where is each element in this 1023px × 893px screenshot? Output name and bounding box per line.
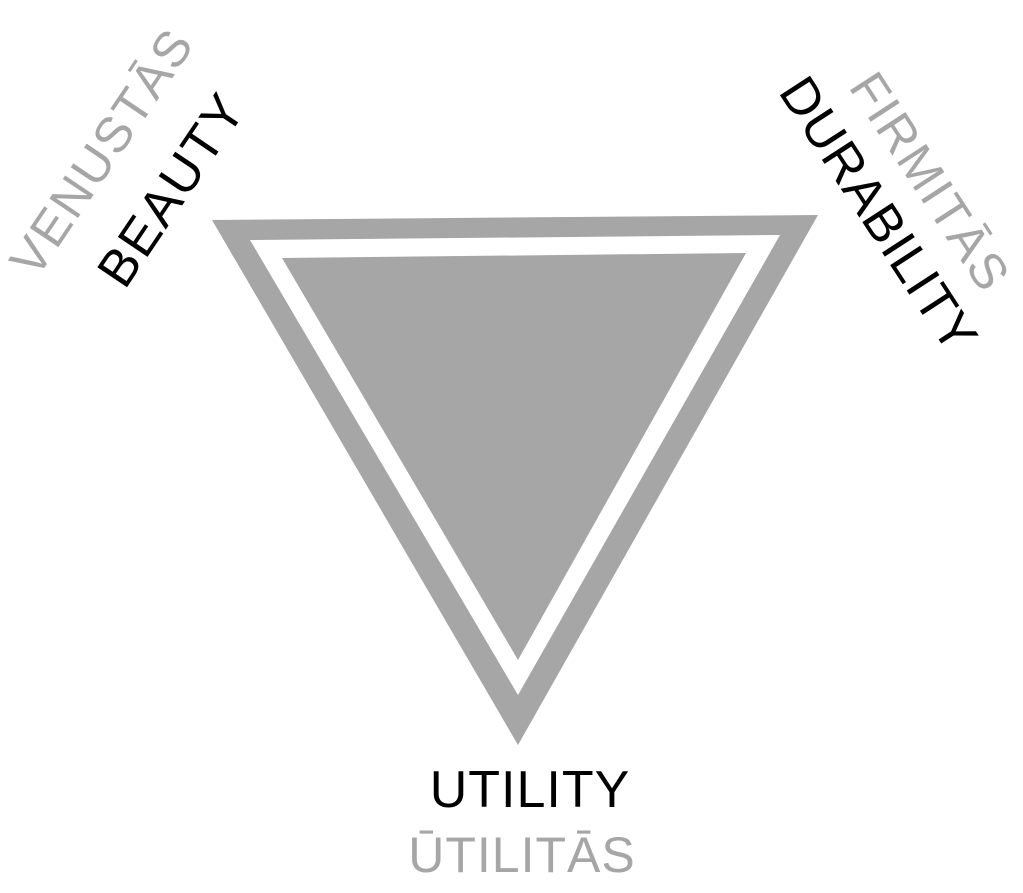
utility-label: UTILITY [430,761,631,819]
inner-triangle [282,253,746,660]
utilitas-label: ŪTILITĀS [408,827,635,883]
